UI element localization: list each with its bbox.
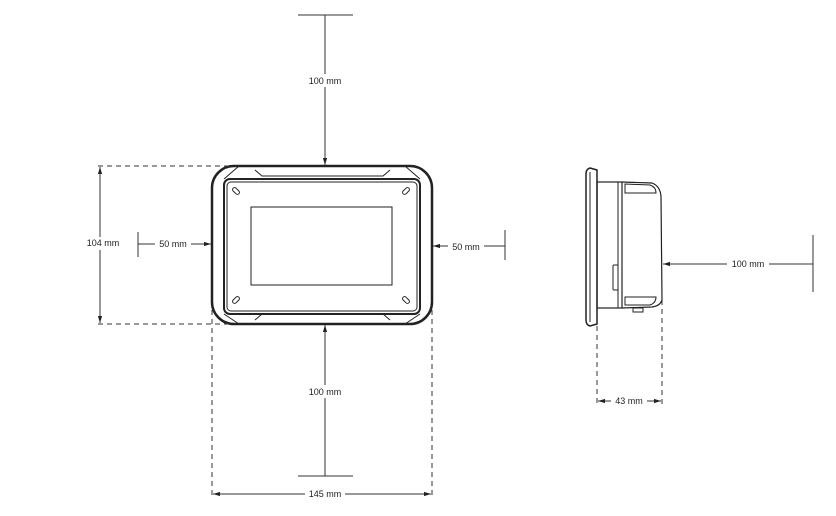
right-clearance-label: 50 mm [452,242,480,252]
depth-label: 43 mm [615,396,643,406]
height-dimension: 104 mm [82,167,122,323]
bottom-clearance-label: 100 mm [309,387,342,397]
width-dimension: 145 mm [213,488,431,501]
rear-clearance-dimension: 100 mm [663,235,814,292]
rear-clearance-label: 100 mm [732,259,765,269]
right-clearance-dimension: 50 mm [433,230,506,260]
side-view-device [585,167,663,327]
top-clearance-label: 100 mm [309,76,342,86]
screen [250,206,393,286]
extension-lines [98,165,663,498]
left-clearance-label: 50 mm [159,239,187,249]
left-clearance-dimension: 50 mm [137,232,211,257]
width-label: 145 mm [309,489,342,499]
mounting-holes [232,187,410,304]
top-clearance-dimension: 100 mm [298,14,353,165]
front-view-device [210,164,434,326]
bottom-clearance-dimension: 100 mm [298,325,353,477]
height-label: 104 mm [87,238,120,248]
depth-dimension: 43 mm [598,395,661,408]
